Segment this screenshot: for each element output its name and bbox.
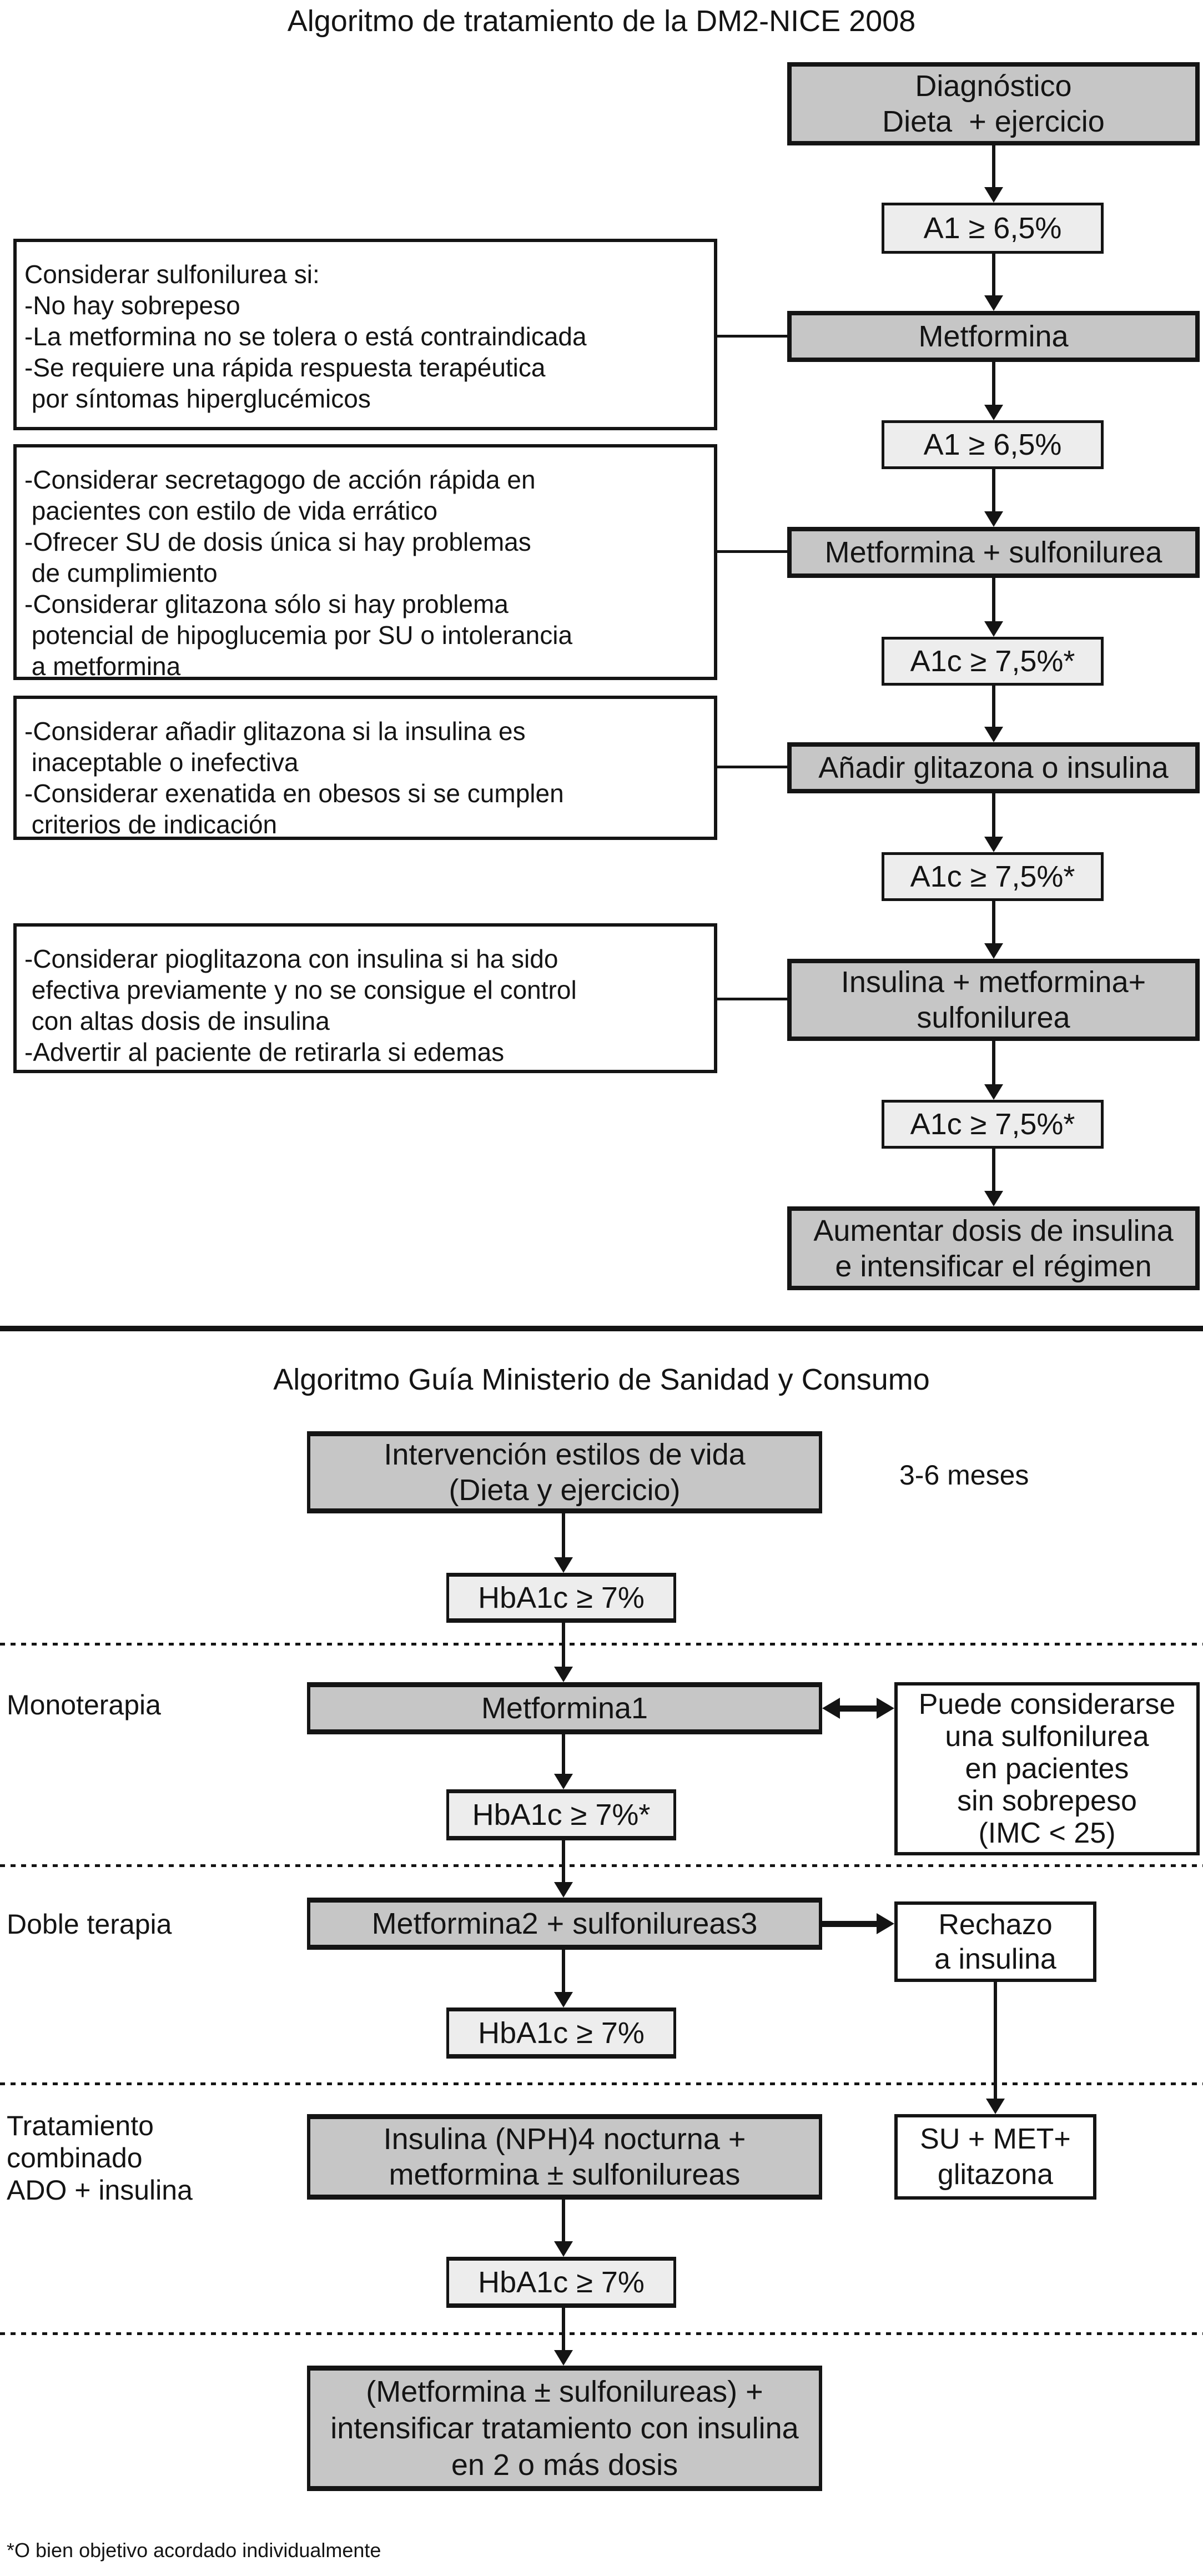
note-sulfonilurea-criteria: Considerar sulfonilurea si: -No hay sobr… (13, 239, 717, 430)
arrow-down-icon (553, 2308, 573, 2366)
duration-label: 3-6 meses (899, 1460, 1029, 1491)
arrow-down-icon (984, 793, 1004, 852)
dotted-divider-doble-terapia (0, 1864, 1203, 1867)
node-metformina1: Metformina1 (307, 1682, 822, 1734)
node-hba1c-2: HbA1c ≥ 7%* (446, 1789, 676, 1840)
dotted-divider-tratamiento-combinado (0, 2082, 1203, 2085)
node-hba1c-1: HbA1c ≥ 7% (446, 1573, 676, 1623)
note-pioglitazona: -Considerar pioglitazona con insulina si… (13, 923, 717, 1073)
node-insulina-nph-nocturna: Insulina (NPH)4 nocturna + metformina ± … (307, 2114, 822, 2200)
arrow-down-icon (984, 578, 1004, 637)
node-insulina-metformina-sulfonilurea: Insulina + metformina+ sulfonilurea (787, 959, 1200, 1041)
arrow-down-icon (984, 469, 1004, 527)
node-a1-65-2: A1 ≥ 6,5% (882, 420, 1104, 469)
node-su-met-glitazona: SU + MET+ glitazona (894, 2114, 1096, 2200)
node-hba1c-3: HbA1c ≥ 7% (446, 2008, 676, 2059)
connector-line (717, 335, 787, 338)
node-metformina2-sulfonilureas3: Metformina2 + sulfonilureas3 (307, 1898, 822, 1950)
dotted-divider-monoterapia (0, 1643, 1203, 1646)
node-aumentar-insulina: Aumentar dosis de insulina e intensifica… (787, 1206, 1200, 1290)
note-glitazona-exenatida: -Considerar añadir glitazona si la insul… (13, 696, 717, 840)
arrow-right-icon (822, 1913, 894, 1934)
arrow-down-icon (553, 1734, 573, 1789)
msc-title: Algoritmo Guía Ministerio de Sanidad y C… (273, 1363, 930, 1396)
footnote-objetivo: *O bien objetivo acordado individualment… (7, 2539, 381, 2562)
node-metformina: Metformina (787, 311, 1200, 362)
arrow-down-icon (984, 1041, 1004, 1100)
arrow-down-icon (553, 2200, 573, 2257)
arrow-down-icon (984, 686, 1004, 742)
stage-label-doble-terapia: Doble terapia (7, 1909, 172, 1940)
arrow-right-head-icon (877, 1913, 894, 1934)
connector-line (717, 766, 787, 768)
node-puede-considerarse-sulfonilurea: Puede considerarse una sulfonilurea en p… (894, 1682, 1200, 1855)
node-anadir-glitazona-insulina: Añadir glitazona o insulina (787, 742, 1200, 793)
node-a1c-75-2: A1c ≥ 7,5%* (882, 852, 1104, 901)
arrow-shaft (822, 1920, 877, 1927)
note-secretagogo: -Considerar secretagogo de acción rápida… (13, 444, 717, 681)
double-arrow-icon (822, 1698, 894, 1719)
section-divider (0, 1326, 1203, 1331)
node-intervencion-estilos-vida: Intervención estilos de vida (Dieta y ej… (307, 1431, 822, 1513)
arrow-down-icon (984, 901, 1004, 959)
arrow-down-icon (553, 1623, 573, 1682)
arrow-shaft (840, 1705, 877, 1712)
arrow-down-icon (553, 1513, 573, 1573)
stage-label-tratamiento-combinado: Tratamiento combinado ADO + insulina (7, 2110, 193, 2206)
arrow-down-icon (553, 1840, 573, 1898)
arrow-down-icon (984, 145, 1004, 203)
arrow-down-icon (984, 1149, 1004, 1206)
arrow-down-icon (553, 1950, 573, 2008)
arrow-down-icon (985, 1982, 1005, 2114)
node-rechazo-insulina: Rechazo a insulina (894, 1901, 1096, 1982)
node-a1c-75-1: A1c ≥ 7,5%* (882, 637, 1104, 686)
node-diagnostico: Diagnóstico Dieta + ejercicio (787, 62, 1200, 145)
arrow-right-head-icon (877, 1698, 894, 1719)
node-metformina-sulfonilurea: Metformina + sulfonilurea (787, 527, 1200, 578)
arrow-down-icon (984, 362, 1004, 420)
dotted-divider-intensificacion (0, 2332, 1203, 2335)
nice-title: Algoritmo de tratamiento de la DM2-NICE … (287, 4, 916, 38)
node-intensificar-insulina-final: (Metformina ± sulfonilureas) + intensifi… (307, 2366, 822, 2491)
node-hba1c-4: HbA1c ≥ 7% (446, 2257, 676, 2308)
connector-line (717, 998, 787, 1000)
arrow-down-icon (984, 254, 1004, 311)
node-a1-65-1: A1 ≥ 6,5% (882, 203, 1104, 254)
node-a1c-75-3: A1c ≥ 7,5%* (882, 1100, 1104, 1149)
arrow-left-head-icon (822, 1698, 840, 1719)
connector-line (717, 550, 787, 553)
stage-label-monoterapia: Monoterapia (7, 1689, 161, 1720)
